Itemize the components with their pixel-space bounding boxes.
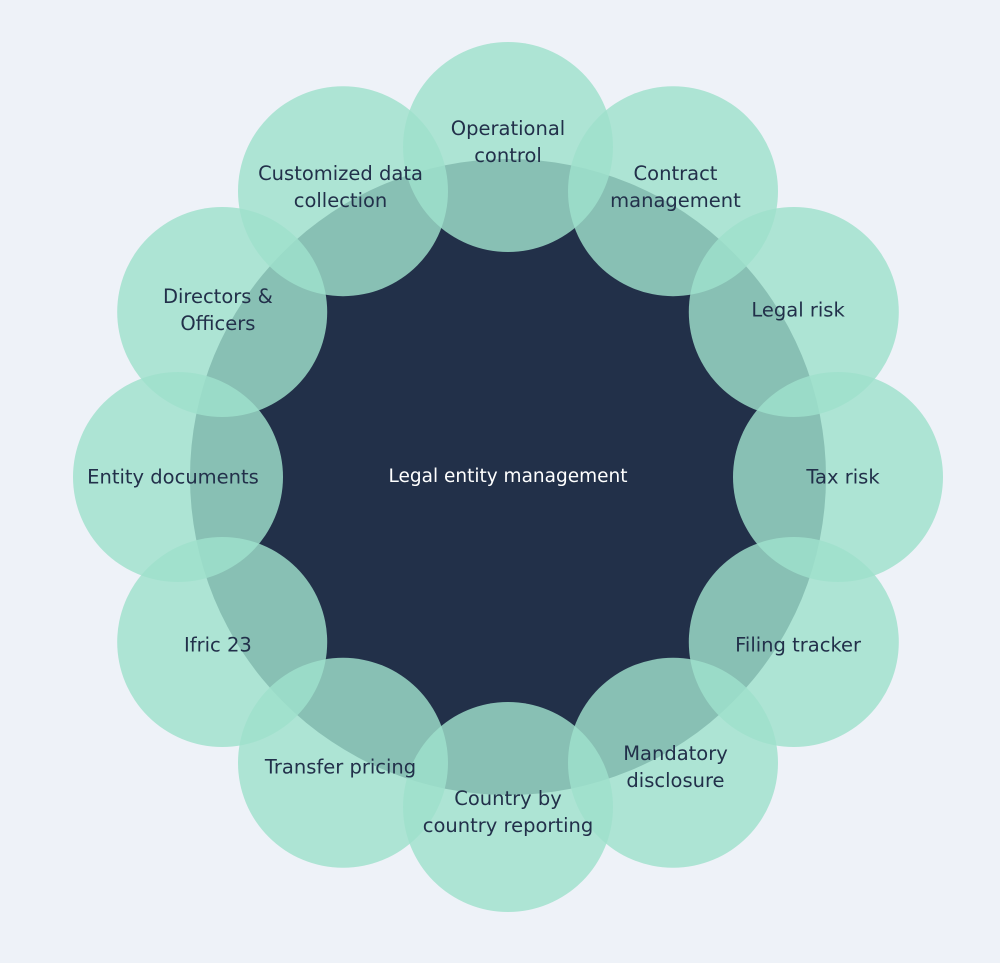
satellite-circle (403, 702, 613, 912)
satellite-circle (117, 537, 328, 747)
satellite-circle (568, 657, 778, 868)
satellite-circle (403, 42, 613, 252)
satellite-circle (238, 86, 448, 297)
center-label: Legal entity management (388, 466, 628, 487)
satellite-circle (733, 372, 943, 582)
satellite-circle (688, 207, 899, 417)
center-hub (190, 159, 826, 795)
satellite-group (73, 42, 943, 912)
satellite-circle (73, 372, 283, 582)
